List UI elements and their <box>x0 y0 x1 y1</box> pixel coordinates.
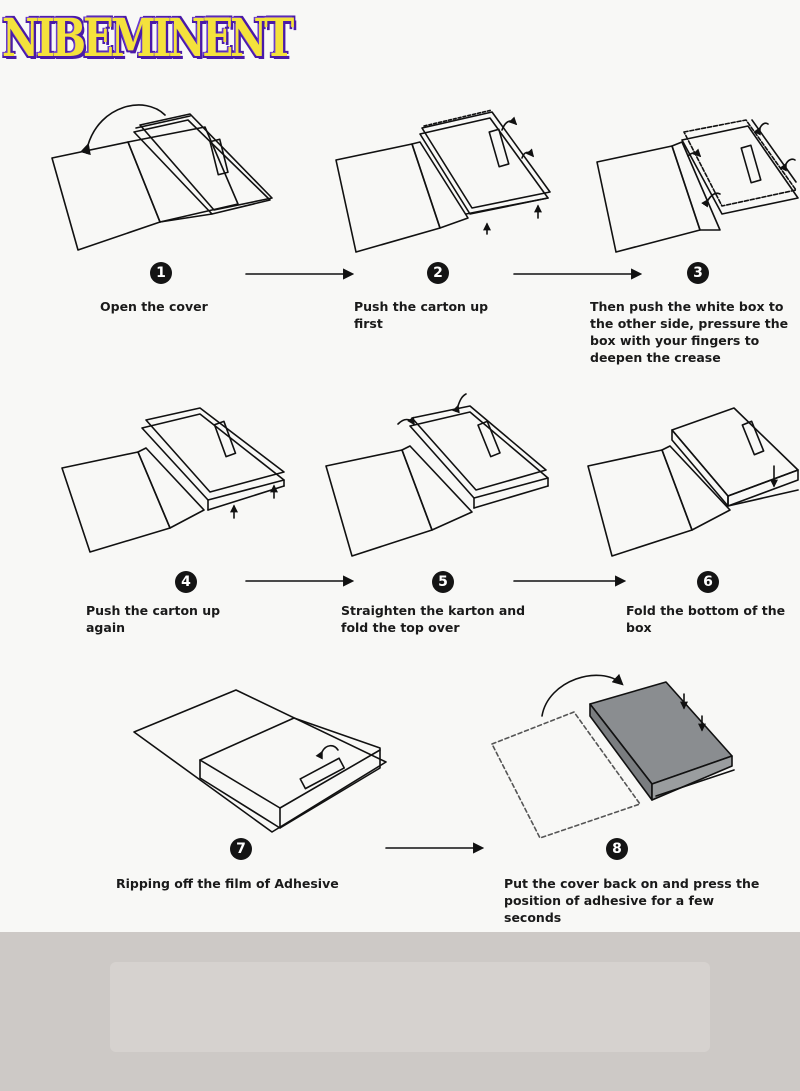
curved-arrow-icon <box>541 673 624 717</box>
step-7-badge-icon: 7 <box>230 838 252 860</box>
step-2-badge-icon: 2 <box>427 262 449 284</box>
step-6-caption: Fold the bottom of the box <box>626 603 786 635</box>
curved-arrow-icon <box>315 744 339 760</box>
illustration-step-7 <box>133 689 387 833</box>
step-8-caption: Put the cover back on and press the posi… <box>504 876 760 925</box>
step-6-badge-icon: 6 <box>697 571 719 593</box>
curved-arrow-icon <box>397 416 415 426</box>
illustration-step-3 <box>596 119 799 253</box>
instruction-diagram <box>51 104 799 854</box>
illustration-step-1 <box>51 104 273 251</box>
step-1-caption: Open the cover <box>100 299 208 314</box>
illustration-step-5 <box>325 393 549 557</box>
curved-arrow-icon <box>753 122 769 136</box>
curved-arrow-icon <box>521 148 535 159</box>
illustration-step-2 <box>335 109 551 253</box>
illustration-step-6 <box>587 407 799 557</box>
step-8-badge-icon: 8 <box>606 838 628 860</box>
illustration-step-4 <box>61 407 285 553</box>
curved-arrow-icon <box>687 148 702 158</box>
curved-arrow-icon <box>452 393 467 414</box>
curved-arrow-icon <box>779 158 796 172</box>
step-3-badge-icon: 3 <box>687 262 709 284</box>
curved-arrow-icon <box>701 192 721 208</box>
curved-arrow-icon <box>501 116 518 131</box>
curved-arrow-icon <box>80 104 166 156</box>
step-4-caption: Push the carton up again <box>86 603 221 635</box>
blurred-panel <box>110 962 710 1052</box>
step-2-caption: Push the carton up first <box>354 299 489 331</box>
illustration-step-8 <box>491 673 735 839</box>
step-4-badge-icon: 4 <box>175 571 197 593</box>
step-5-badge-icon: 5 <box>432 571 454 593</box>
step-5-caption: Straighten the karton and fold the top o… <box>341 603 526 635</box>
step-7-caption: Ripping off the film of Adhesive <box>116 876 339 891</box>
step-3-caption: Then push the white box to the other sid… <box>590 299 789 365</box>
step-1-badge-icon: 1 <box>150 262 172 284</box>
bottom-band <box>0 932 800 1091</box>
brand-logo: NIBEMINENT <box>2 8 294 69</box>
